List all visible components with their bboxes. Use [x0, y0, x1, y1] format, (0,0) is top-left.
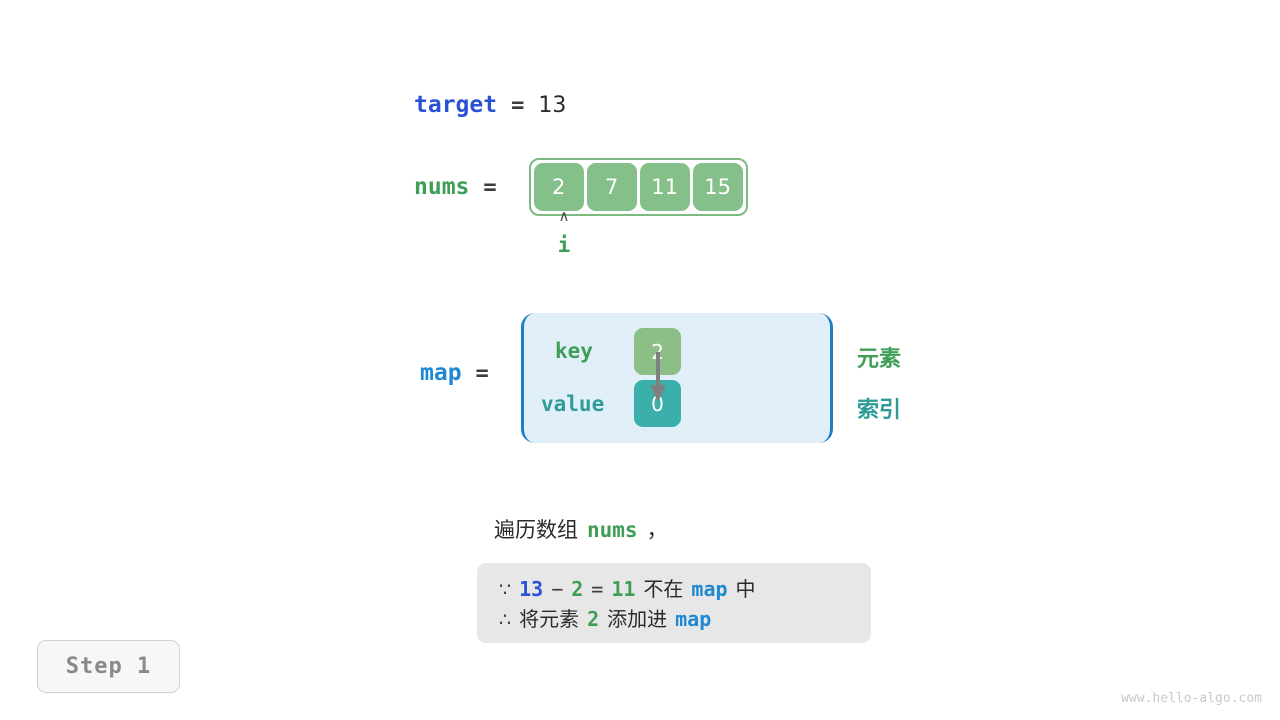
caption-suffix: ，: [646, 518, 668, 542]
because-symbol-icon: ∵: [499, 579, 512, 601]
array-cell: 15: [692, 163, 743, 211]
note-map-reference: map: [691, 577, 728, 601]
nums-equals-sign: =: [483, 174, 497, 200]
target-variable-name: target: [414, 92, 498, 118]
caret-up-icon: ∧: [558, 207, 570, 225]
note-minus-operator: −: [551, 577, 564, 601]
explanation-note-box: ∵ 13 − 2 = 11 不在 map 中 ∴ 将元素 2 添加进 map: [477, 563, 871, 643]
note-tail-text: 中: [735, 577, 756, 601]
target-value: 13: [538, 93, 567, 118]
index-pointer-label: i: [557, 233, 571, 257]
array-cell: 7: [586, 163, 637, 211]
caption-code-nums: nums: [587, 518, 638, 542]
note-complement-value: 11: [611, 577, 636, 601]
side-label-index: 索引: [857, 398, 902, 423]
watermark: www.hello-algo.com: [1121, 691, 1262, 706]
note-added-value: 2: [587, 607, 600, 631]
index-pointer-group: ∧ i: [552, 207, 576, 257]
note-not-in-text: 不在: [643, 577, 684, 601]
nums-array-container: 2 7 11 15: [528, 158, 748, 216]
note-add-into-text: 添加进: [607, 607, 668, 631]
target-equals-sign: =: [511, 93, 525, 118]
caption-prefix: 遍历数组: [494, 518, 578, 542]
nums-declaration: nums = 2 7 11 15: [414, 158, 748, 216]
note-current-element: 2: [571, 577, 584, 601]
note-map-reference: map: [675, 607, 712, 631]
array-cell: 11: [639, 163, 690, 211]
side-label-element: 元素: [857, 347, 902, 372]
map-variable-name: map: [420, 360, 462, 386]
therefore-symbol-icon: ∴: [499, 609, 512, 631]
note-line-because: ∵ 13 − 2 = 11 不在 map 中: [499, 573, 849, 603]
map-key-cell: 2: [634, 328, 681, 375]
array-cell: 2: [533, 163, 584, 211]
step-badge-label: Step 1: [65, 654, 152, 679]
step-badge: Step 1: [37, 640, 180, 693]
map-declaration: map =: [420, 360, 489, 386]
note-target-value: 13: [519, 577, 544, 601]
note-add-element-text: 将元素: [519, 607, 580, 631]
caption-line: 遍历数组 nums ，: [494, 514, 668, 544]
target-declaration: target = 13: [414, 92, 566, 118]
map-key-label: key: [555, 339, 593, 363]
map-equals-sign: =: [475, 360, 489, 386]
map-value-label: value: [541, 392, 605, 416]
nums-variable-name: nums: [414, 174, 470, 200]
note-line-therefore: ∴ 将元素 2 添加进 map: [499, 603, 849, 633]
note-equals-operator: =: [591, 577, 604, 601]
map-value-cell: 0: [634, 380, 681, 427]
